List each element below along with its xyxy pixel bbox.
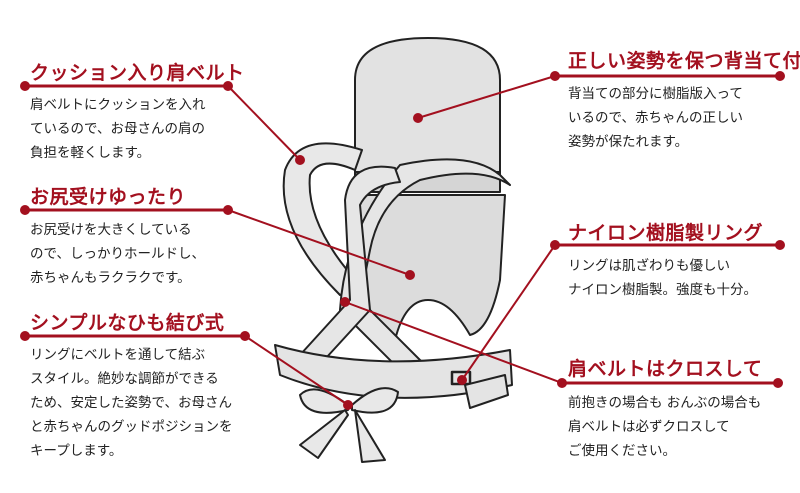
body-line: ているので、お母さんの肩の [30,121,205,137]
callout-title-cross-strap: 肩ベルトはクロスして [568,358,763,380]
body-line: 負担を軽くします。 [30,145,151,161]
body-line: リングは肌ざわりも優しい [568,258,730,274]
body-line: いるので、赤ちゃんの正しい [568,110,743,126]
body-line: スタイル。絶妙な調節ができる [30,371,219,387]
body-line: キープします。 [30,443,123,459]
callout-body-cushion-strap: 肩ベルトにクッションを入れ ているので、お母さんの肩の 負担を軽くします。 [30,93,206,165]
bow-tail-right [354,409,386,463]
callout-body-back-support: 背当ての部分に樹脂版入って いるので、赤ちゃんの正しい 姿勢が保たれます。 [568,82,743,154]
callout-title-seat: お尻受けゆったり [30,186,187,208]
body-line: 背当ての部分に樹脂版入って [568,86,743,102]
callout-body-ring: リングは肌ざわりも優しい ナイロン樹脂製。強度も十分。 [568,254,757,302]
callout-body-seat: お尻受けを大きくしている ので、しっかりホールドし、 赤ちゃんもラクラクです。 [30,218,205,290]
callout-title-tie: シンプルなひも結び式 [30,312,225,334]
body-line: ので、しっかりホールドし、 [30,246,205,262]
callout-body-tie: リングにベルトを通して結ぶ スタイル。絶妙な調節ができる ため、安定した姿勢で、… [30,343,233,463]
body-line: 肩ベルトは必ずクロスして [568,419,730,435]
callout-title-back-support: 正しい姿勢を保つ背当て付 [568,50,800,72]
body-line: リングにベルトを通して結ぶ [30,347,206,363]
body-line: 赤ちゃんもラクラクです。 [30,270,191,286]
body-line: と赤ちゃんのグッドポジションを [30,419,233,435]
body-line: ナイロン樹脂製。強度も十分。 [568,282,757,298]
left-shoulder-strap [282,142,363,296]
body-line: ご使用ください。 [568,443,676,459]
body-line: お尻受けを大きくしている [30,222,192,238]
body-line: 前抱きの場合も おんぶの場合も [568,395,762,411]
callout-title-ring: ナイロン樹脂製リング [568,222,764,244]
body-line: 肩ベルトにクッションを入れ [30,97,206,113]
body-line: ため、安定した姿勢で、お母さん [30,395,232,411]
bow-right [351,387,399,414]
back-panel [354,37,501,181]
callout-title-cushion-strap: クッション入り肩ベルト [30,62,245,84]
body-line: 姿勢が保たれます。 [568,134,689,150]
belt-end [464,374,509,409]
callout-body-cross-strap: 前抱きの場合も おんぶの場合も 肩ベルトは必ずクロスして ご使用ください。 [568,391,761,463]
bow-tail-left [299,409,349,459]
